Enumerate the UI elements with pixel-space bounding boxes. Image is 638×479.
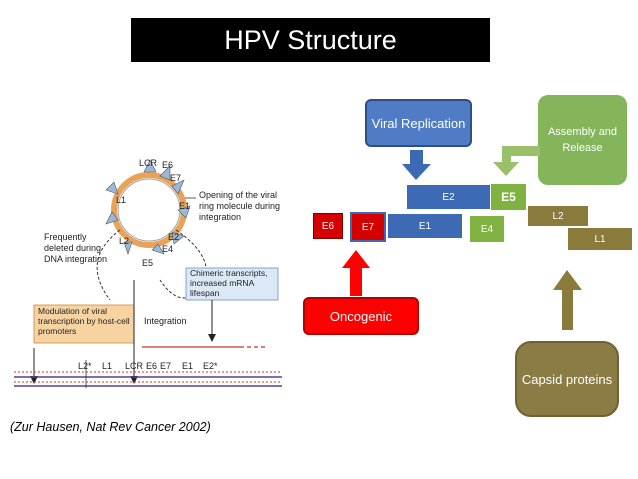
modulation-text: Modulation of viral transcription by hos… <box>38 306 130 336</box>
linear-label-lcr: LCR <box>125 361 144 371</box>
ring-label-e1: E1 <box>179 201 191 211</box>
linear-label-l1: L1 <box>102 361 113 371</box>
ring-label-e2: E2 <box>168 232 180 242</box>
assembly-release-box: Assembly and Release <box>538 95 627 185</box>
ring-label-e6: E6 <box>162 160 174 170</box>
ring-label-lcr: LCR <box>139 158 158 168</box>
gene-e2: E2 <box>407 185 490 209</box>
chimeric-text: Chimeric transcripts, increased mRNA lif… <box>190 268 268 298</box>
linear-label-e7: E7 <box>160 361 172 371</box>
hpv-integration-figure <box>14 159 282 388</box>
viral-replication-box: Viral Replication <box>365 99 472 147</box>
oncogenic-box: Oncogenic <box>303 297 419 335</box>
ring-label-l1: L1 <box>116 195 127 205</box>
linear-label-e1: E1 <box>182 361 194 371</box>
gene-e7: E7 <box>350 212 386 242</box>
gene-e6: E6 <box>313 213 343 239</box>
replication-arrow-head <box>402 164 431 180</box>
ring-label-e5: E5 <box>142 258 154 268</box>
citation: (Zur Hausen, Nat Rev Cancer 2002) <box>10 420 211 434</box>
deleted-text: Frequently deleted during DNA integratio… <box>44 232 108 264</box>
gene-e5: E5 <box>491 184 526 210</box>
ring-label-e4: E4 <box>162 244 174 254</box>
assembly-arrow <box>493 146 540 176</box>
opening-text: Opening of the viral ring molecule durin… <box>199 190 281 222</box>
gene-e1: E1 <box>388 214 462 238</box>
linear-label-e6: E6 <box>146 361 158 371</box>
capsid-arrow-head <box>553 270 582 290</box>
gene-l1: L1 <box>568 228 632 250</box>
ring-label-l2: L2 <box>119 236 130 246</box>
linear-label-e2: E2* <box>203 361 218 371</box>
page-title: HPV Structure <box>131 18 490 62</box>
capsid-proteins-box: Capsid proteins <box>515 341 619 417</box>
gene-e4: E4 <box>470 216 504 242</box>
ring-label-e7: E7 <box>170 173 182 183</box>
integration-text: Integration <box>144 316 187 326</box>
capsid-arrow-shaft <box>562 288 573 330</box>
oncogenic-arrow-head <box>342 250 370 268</box>
replication-arrow-shaft <box>410 150 423 166</box>
gene-l2: L2 <box>528 206 588 226</box>
oncogenic-arrow-shaft <box>350 266 362 296</box>
linear-label-l2: L2* <box>78 361 92 371</box>
